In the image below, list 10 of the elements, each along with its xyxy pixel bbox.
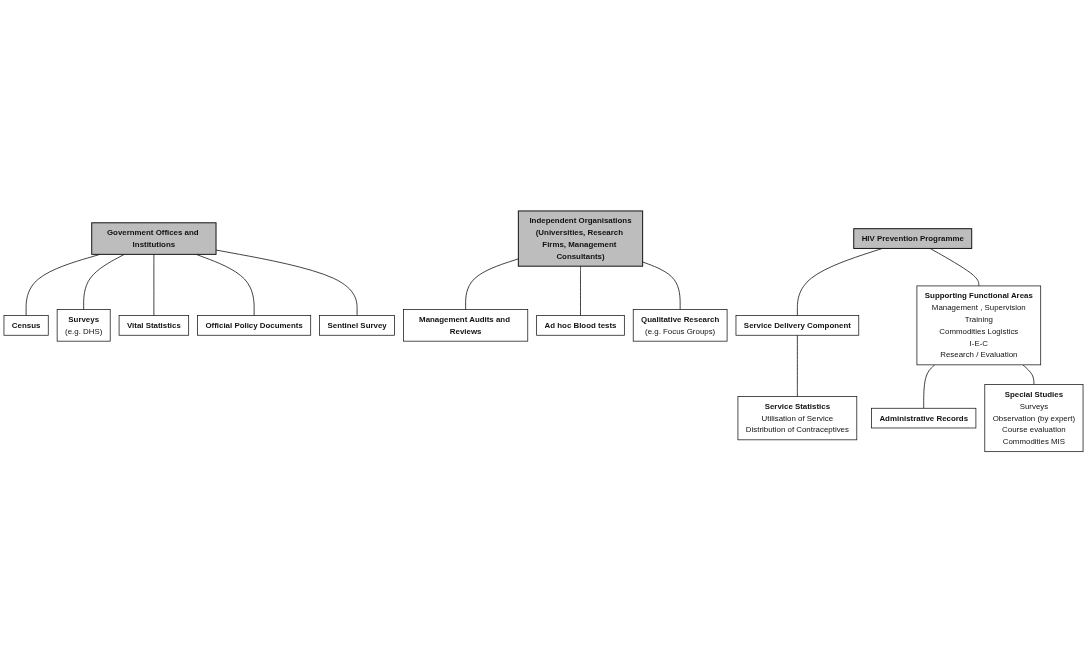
connector [215,249,358,316]
connector [929,247,980,286]
connector [796,334,798,397]
connector [83,253,125,310]
connector [642,261,681,310]
connector [580,265,581,316]
connector [153,253,155,316]
connector [1022,364,1035,385]
connector [465,258,519,310]
connector [923,364,936,409]
